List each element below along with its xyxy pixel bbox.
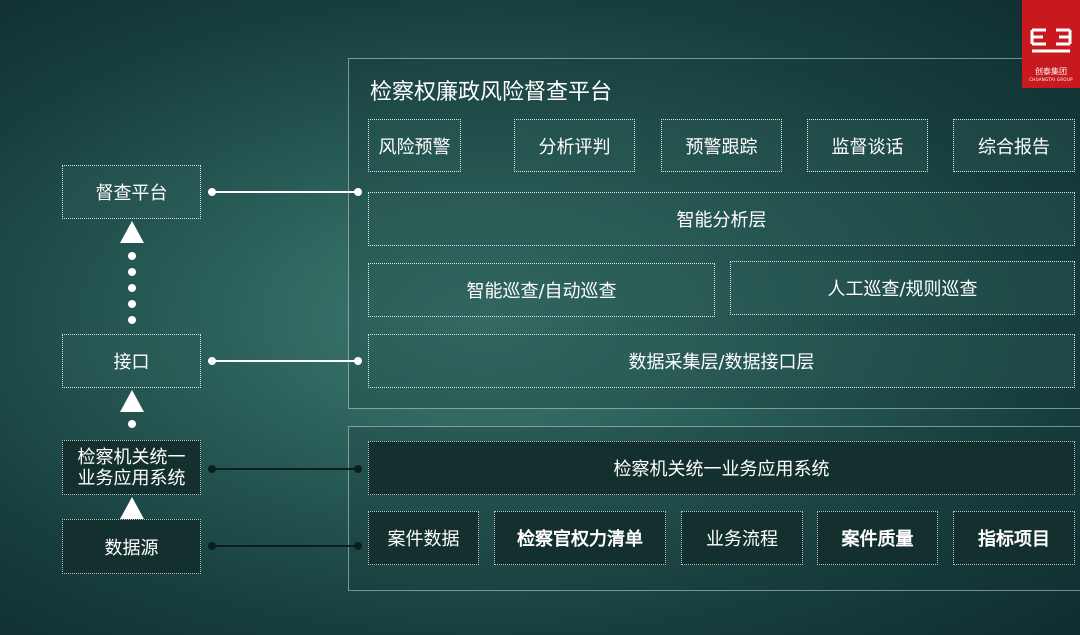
flow-dot (128, 252, 136, 260)
connector-supervision (212, 191, 356, 193)
interface-node: 接口 (62, 334, 201, 388)
indicator-items-box: 指标项目 (953, 511, 1075, 565)
function-risk-warning: 风险预警 (368, 119, 461, 172)
flow-dot (128, 420, 136, 428)
business-system-node-line2: 业务应用系统 (77, 467, 186, 489)
logo-subtext: CHUANGTAI GROUP (1029, 77, 1073, 82)
unified-business-system-box: 检察机关统一业务应用系统 (368, 441, 1075, 495)
connector-interface (212, 360, 356, 362)
supervision-platform-node: 督查平台 (62, 165, 201, 219)
function-comprehensive-report: 综合报告 (953, 119, 1075, 172)
up-arrow-head-top (120, 221, 144, 243)
connector-dot (354, 542, 362, 550)
platform-title: 检察权廉政风险督查平台 (370, 80, 613, 105)
flow-dot (128, 300, 136, 308)
intelligent-patrol-box: 智能巡查/自动巡查 (368, 263, 715, 317)
logo-mark-icon (1030, 28, 1072, 53)
connector-data-source (212, 545, 356, 547)
case-data-box: 案件数据 (368, 511, 479, 565)
case-quality-box: 案件质量 (817, 511, 938, 565)
risk-platform-panel (348, 58, 1080, 409)
business-system-node-line1: 检察机关统一 (77, 446, 186, 468)
logo-text: 创泰集团 (1035, 67, 1067, 76)
connector-dot (354, 465, 362, 473)
function-analysis-judgment: 分析评判 (514, 119, 635, 172)
company-logo: 创泰集团 CHUANGTAI GROUP (1022, 0, 1080, 88)
flow-dot (128, 316, 136, 324)
up-arrow-head-bottom (120, 497, 144, 519)
function-warning-tracking: 预警跟踪 (661, 119, 782, 172)
connector-dot (354, 188, 362, 196)
data-collection-layer: 数据采集层/数据接口层 (368, 334, 1075, 388)
flow-dot (128, 284, 136, 292)
connector-dot (354, 357, 362, 365)
function-supervision-talk: 监督谈话 (807, 119, 928, 172)
business-system-node: 检察机关统一 业务应用系统 (62, 440, 201, 495)
manual-patrol-box: 人工巡查/规则巡查 (730, 261, 1075, 315)
business-process-box: 业务流程 (681, 511, 803, 565)
data-source-node: 数据源 (62, 519, 201, 574)
flow-dot (128, 268, 136, 276)
prosecutor-power-list-box: 检察官权力清单 (494, 511, 666, 565)
up-arrow-head-middle (120, 390, 144, 412)
connector-business-system (212, 468, 356, 470)
intelligent-analysis-layer: 智能分析层 (368, 192, 1075, 246)
